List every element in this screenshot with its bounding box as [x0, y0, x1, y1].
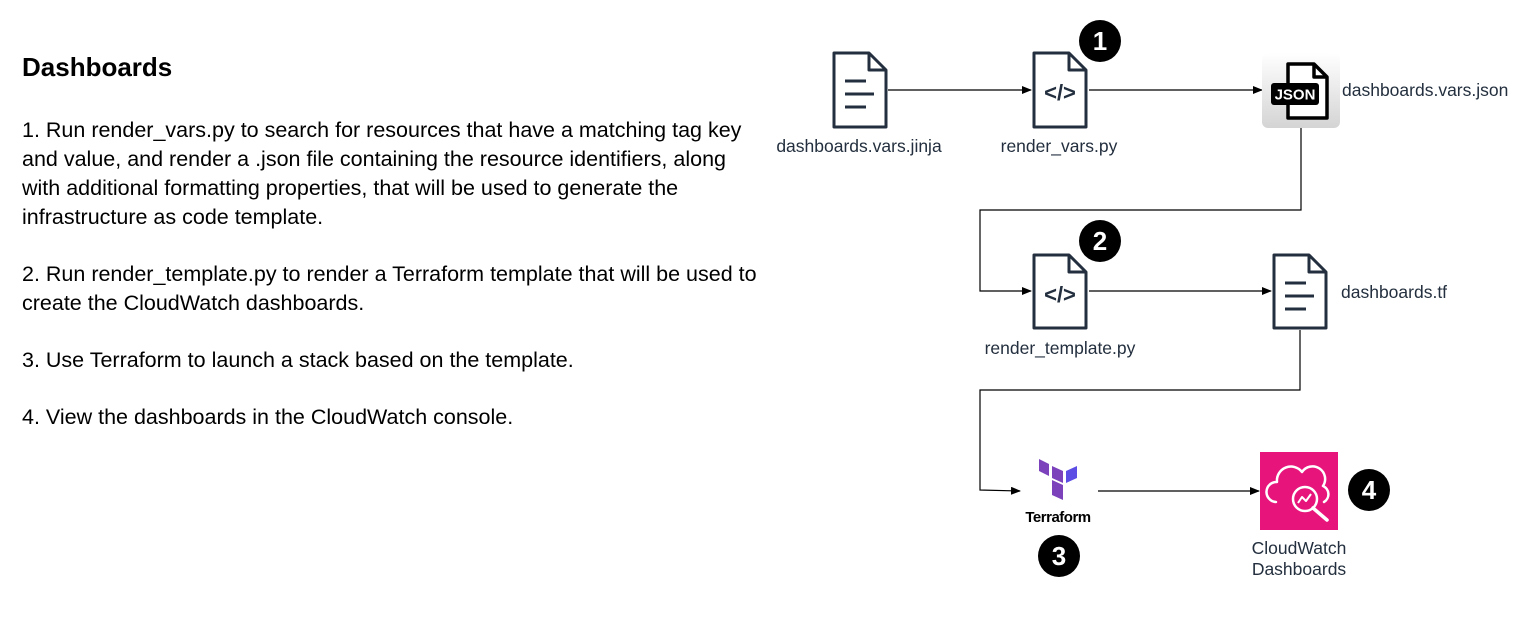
document-icon [1272, 253, 1328, 330]
code-symbol: </> [1044, 80, 1076, 105]
connectors [888, 86, 1302, 495]
terraform-logo-icon: Terraform [1025, 459, 1091, 526]
node-label-cloudwatch-line1: CloudWatch [1252, 538, 1347, 558]
node-label-render-template: render_template.py [985, 338, 1136, 359]
code-symbol: </> [1044, 282, 1076, 307]
edge-tf-to-terraform [979, 330, 1301, 495]
step-2-text: 2. Run render_template.py to render a Te… [22, 262, 757, 315]
svg-text:2: 2 [1093, 226, 1107, 256]
step-badge-3: 3 [1038, 535, 1080, 577]
terraform-wordmark: Terraform [1025, 509, 1090, 526]
node-label-vars-jinja: dashboards.vars.jinja [776, 136, 942, 156]
svg-text:4: 4 [1362, 475, 1377, 505]
json-label: JSON [1275, 87, 1316, 104]
step-badge-4: 4 [1348, 469, 1390, 511]
node-label-cloudwatch-line2: Dashboards [1252, 559, 1347, 579]
edge-json-to-render-template [979, 128, 1302, 295]
node-label-vars-json: dashboards.vars.json [1342, 80, 1508, 100]
step-3-text: 3. Use Terraform to launch a stack based… [22, 348, 574, 372]
step-4-text: 4. View the dashboards in the CloudWatch… [22, 405, 514, 429]
json-file-icon: JSON [1262, 53, 1340, 128]
cloudwatch-dashboards-icon [1260, 452, 1338, 530]
node-label-dashboards-tf: dashboards.tf [1341, 282, 1447, 302]
svg-text:1: 1 [1093, 26, 1107, 56]
step-badge-1: 1 [1079, 20, 1121, 62]
page-title: Dashboards [22, 52, 173, 82]
svg-text:3: 3 [1052, 541, 1066, 571]
code-file-icon [1032, 253, 1088, 330]
document-icon [832, 51, 888, 129]
step-1-text: 1. Run render_vars.py to search for reso… [22, 118, 742, 229]
node-label-render-vars: render_vars.py [1001, 136, 1118, 157]
step-badge-2: 2 [1079, 220, 1121, 262]
code-file-icon [1032, 51, 1088, 129]
steps-list: 1. Run render_vars.py to search for reso… [22, 116, 762, 460]
